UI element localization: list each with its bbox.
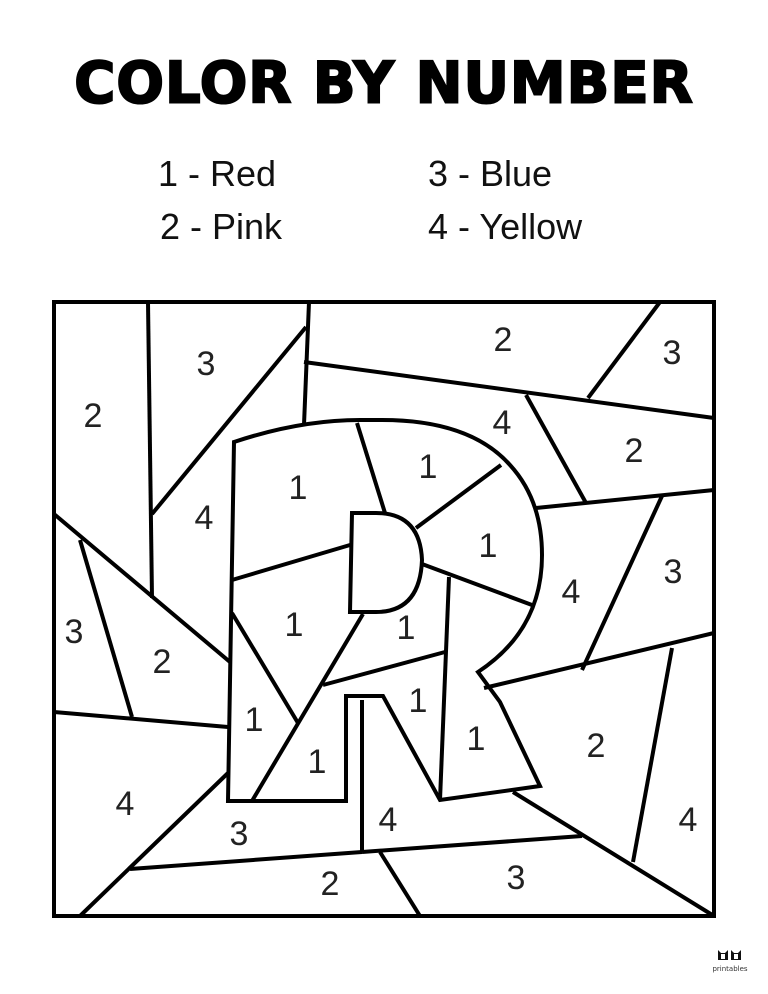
watermark-text: printables	[712, 965, 748, 973]
region-number: 3	[507, 859, 526, 897]
region-number: 4	[379, 801, 398, 839]
region-number: 4	[195, 499, 214, 537]
legend-item-blue: 3 - Blue	[428, 153, 553, 194]
region-number: 1	[419, 448, 438, 486]
legend-item-red: 1 - Red	[158, 153, 277, 194]
region-number: 4	[562, 573, 581, 611]
letter-r-counter	[347, 511, 425, 614]
region-number: 1	[245, 701, 264, 739]
region-number: 2	[84, 397, 103, 435]
legend-item-yellow: 4 - Yellow	[428, 206, 583, 247]
letter-r-outline	[225, 418, 545, 803]
region-number: 2	[494, 321, 513, 359]
region-number: 1	[467, 720, 486, 758]
region-number: 4	[116, 785, 135, 823]
region-number: 1	[285, 606, 304, 644]
region-number: 1	[479, 527, 498, 565]
region-number: 2	[587, 727, 606, 765]
legend-item-pink: 2 - Pink	[160, 206, 283, 247]
page-title: COLOR BY NUMBER	[73, 49, 694, 117]
region-number: 1	[308, 743, 327, 781]
region-number: 1	[409, 682, 428, 720]
background-region-lines	[52, 300, 716, 918]
region-number: 2	[153, 643, 172, 681]
region-number: 3	[230, 815, 249, 853]
region-number: 3	[663, 334, 682, 372]
region-number: 3	[65, 613, 84, 651]
region-number: 3	[664, 553, 683, 591]
printables-logo: printables	[708, 946, 752, 973]
region-numbers: 3 2 2 3 4 2 1 1 4 1 3 4 3 1 1 2 1 1 1 2 …	[65, 321, 698, 903]
region-number: 1	[289, 469, 308, 507]
region-number: 4	[493, 404, 512, 442]
region-number: 4	[679, 801, 698, 839]
region-number: 2	[321, 865, 340, 903]
region-number: 2	[625, 432, 644, 470]
letter-region-lines	[230, 422, 533, 803]
puzzle-frame	[52, 300, 716, 918]
region-number: 3	[197, 345, 216, 383]
region-number: 1	[397, 609, 416, 647]
dogs-logo-icon	[718, 950, 741, 960]
